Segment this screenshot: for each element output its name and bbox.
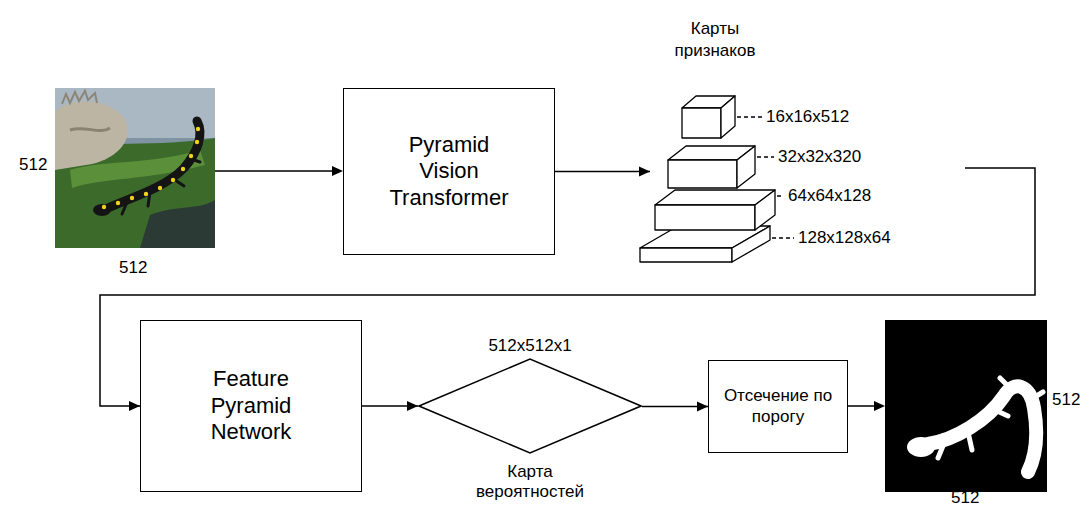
- process-box: Pyramid Vision Transformer: [343, 88, 555, 255]
- arrow-head: [407, 401, 418, 411]
- label-holder: 512: [1052, 390, 1080, 410]
- diamond-heading: 512x512x1: [418, 334, 642, 358]
- dimension-label: 128x128x64: [798, 228, 891, 248]
- label-holder: 128x128x64: [798, 228, 891, 248]
- diamond-shape: [418, 358, 642, 454]
- diamond-outline: [418, 358, 642, 454]
- label-holder: 512: [119, 258, 147, 278]
- stack-heading: Карты признаков: [665, 18, 765, 62]
- box-label: Отсечение по порогу: [722, 386, 834, 427]
- leader-line: [737, 117, 794, 238]
- dimension-label: 32x32x320: [778, 147, 861, 167]
- label-holder: 16x16x512: [766, 107, 849, 127]
- label-holder: 512: [19, 155, 47, 175]
- label-holder: 32x32x320: [778, 147, 861, 167]
- label-holder: 64x64x128: [788, 186, 871, 206]
- dimension-label: 512: [119, 258, 147, 278]
- layout-arrow: [215, 166, 343, 176]
- dimension-label: 512: [951, 488, 979, 508]
- layout-arrow: [848, 401, 885, 411]
- diamond-polygon: [419, 359, 641, 453]
- input-photo: [55, 88, 215, 248]
- label-holder: 512: [951, 488, 979, 508]
- box-label: Feature Pyramid Network: [196, 366, 306, 445]
- box-label: Pyramid Vision Transformer: [384, 132, 514, 211]
- connector-arrow: [555, 167, 650, 177]
- process-box: Feature Pyramid Network: [140, 320, 362, 492]
- diamond-caption: Карта вероятностей: [470, 462, 590, 502]
- feature-map-stack: Карты признаков: [650, 18, 965, 265]
- dimension-label: 16x16x512: [766, 107, 849, 127]
- dimension-label: 512: [19, 155, 47, 175]
- arrow-head: [639, 167, 650, 177]
- dimension-label: 512: [1052, 390, 1080, 410]
- connector-arrow: [642, 402, 708, 412]
- output-mask: [885, 320, 1047, 492]
- data-diamond: 512x512x1Карта вероятностей: [418, 334, 642, 502]
- feature-map-stack-drawing: [640, 96, 775, 262]
- connector-arrow: [362, 401, 418, 411]
- process-box: Отсечение по порогу: [708, 360, 848, 453]
- connector-line: [555, 171, 650, 173]
- arrow-head: [129, 401, 140, 411]
- arrow-head: [697, 402, 708, 412]
- dimension-label: 64x64x128: [788, 186, 871, 206]
